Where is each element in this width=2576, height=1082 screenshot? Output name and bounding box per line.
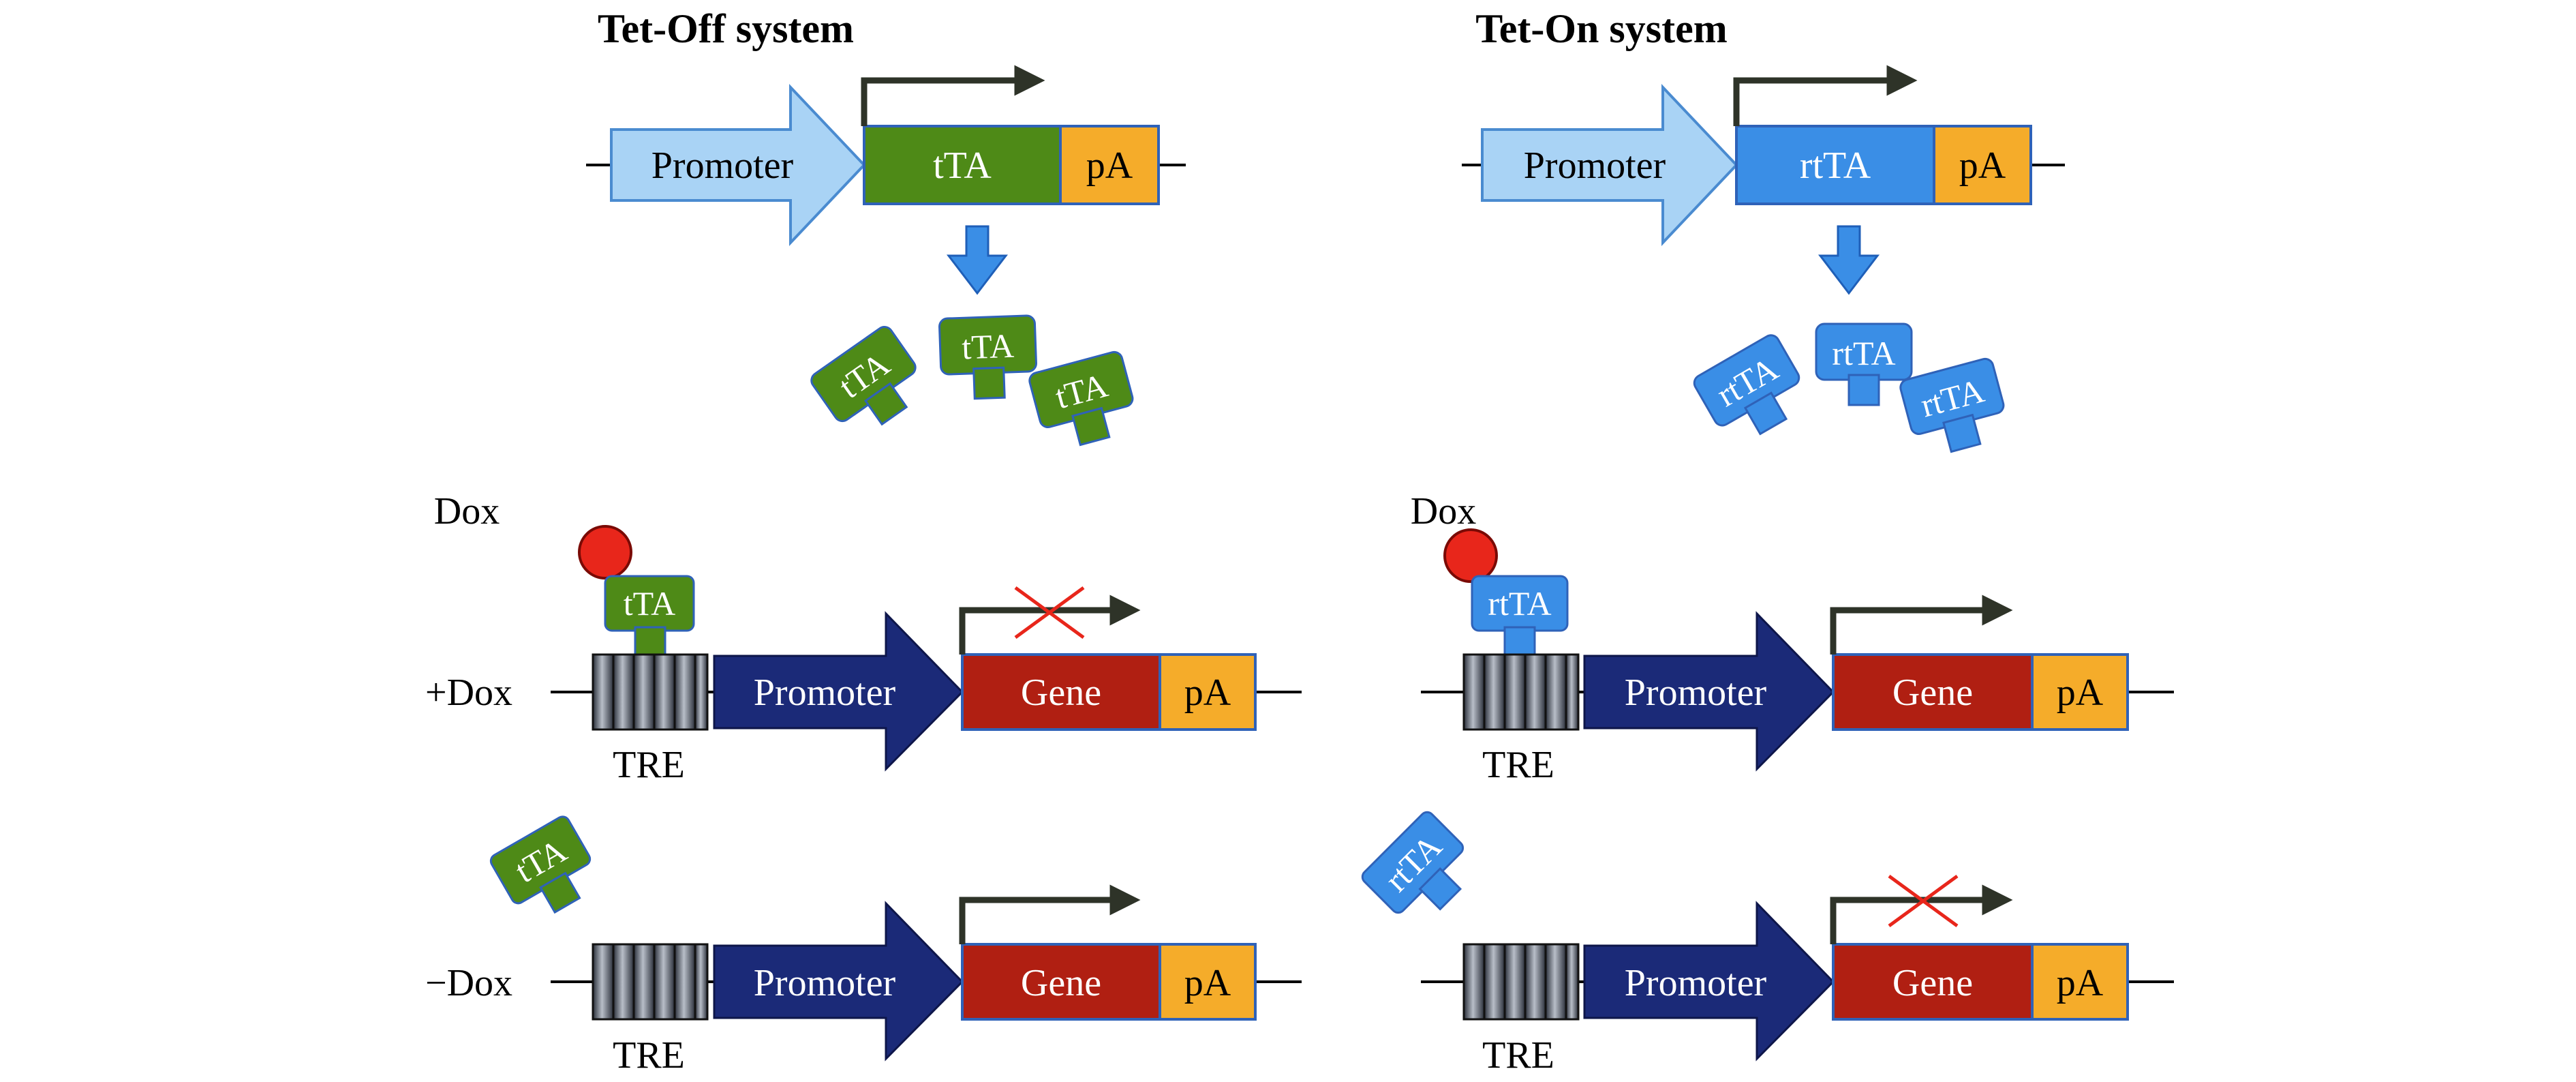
- transcription-arrow: [959, 595, 1141, 655]
- transcription-arrow: [1733, 65, 1918, 126]
- blocked-x: [1014, 586, 1085, 640]
- plus-dox-label: +Dox: [425, 672, 512, 714]
- transcription-arrow: [861, 65, 1045, 126]
- bound-rtta-protein: rtTA: [1471, 575, 1569, 657]
- dox-molecule: [1443, 528, 1498, 583]
- promoter-arrow: [610, 83, 866, 247]
- pa-box: [1933, 125, 2032, 205]
- tet-off-title: Tet-Off system: [598, 6, 854, 51]
- pa-label: pA: [1184, 962, 1231, 1004]
- gene-box: [1832, 943, 2034, 1021]
- promoter-arrow: [713, 901, 964, 1062]
- dox-molecule: [578, 525, 632, 580]
- bound-tta-protein: tTA: [604, 575, 695, 657]
- gene-box: [1832, 653, 2034, 731]
- tet-off-activator-construct: Promoter tTA pA: [586, 65, 1186, 247]
- minus-dox-label: −Dox: [425, 962, 512, 1004]
- rtta-box-label: rtTA: [1800, 145, 1871, 187]
- dox-label: Dox: [1411, 490, 1476, 532]
- pa-label: pA: [1959, 145, 2006, 187]
- tet-off-plus-dox-row: Dox tTA +Dox TRE Promoter Gene: [425, 490, 1302, 786]
- rtta-protein: rtTA: [1815, 322, 1913, 406]
- promoter-label: Promoter: [1625, 962, 1767, 1004]
- pa-box: [2031, 943, 2129, 1021]
- dox-label: Dox: [434, 490, 500, 532]
- bound-rtta-label: rtTA: [1488, 584, 1551, 622]
- tta-protein: tTA: [938, 314, 1037, 400]
- tre-element: [1462, 653, 1580, 731]
- promoter-arrow: [1583, 901, 1835, 1062]
- tre-label: TRE: [1482, 744, 1554, 786]
- tet-on-panel: Tet-On system Promoter rtTA pA rtTA rtTA: [1361, 6, 2174, 1077]
- pa-label: pA: [1184, 672, 1231, 714]
- tet-on-title: Tet-On system: [1475, 6, 1727, 51]
- transcription-arrow: [1830, 884, 2013, 944]
- tet-off-minus-dox-row: tTA −Dox TRE Promoter Gene pA: [425, 815, 1302, 1077]
- blocked-x: [1888, 874, 1959, 928]
- gene-box: [961, 943, 1161, 1021]
- tre-element: [592, 653, 709, 731]
- tre-label: TRE: [613, 744, 685, 786]
- expression-down-arrow: [946, 225, 1009, 295]
- transcription-arrow: [1830, 595, 2013, 655]
- tre-element: [592, 943, 709, 1021]
- tet-on-activator-construct: Promoter rtTA pA: [1462, 65, 2065, 247]
- rtta-protein: rtTA: [1899, 357, 2005, 453]
- promoter-arrow: [1481, 83, 1738, 247]
- pa-label: pA: [2057, 672, 2104, 714]
- tta-protein-label: tTA: [961, 327, 1014, 367]
- pa-label: pA: [2057, 962, 2104, 1004]
- tre-label: TRE: [613, 1034, 685, 1077]
- tta-protein: tTA: [1028, 350, 1134, 447]
- free-rtta-protein: rtTA: [1361, 811, 1465, 914]
- tet-on-minus-dox-row: rtTA TRE Promoter Gene pA: [1361, 811, 2174, 1077]
- promoter-label: Promoter: [1524, 145, 1666, 187]
- tet-on-plus-dox-row: Dox rtTA TRE Promoter Gene pA: [1411, 490, 2174, 786]
- rtta-protein: rtTA: [1693, 334, 1800, 436]
- rtta-protein-label: rtTA: [1832, 334, 1895, 372]
- pa-box: [1059, 125, 1160, 205]
- gene-label: Gene: [1021, 962, 1101, 1004]
- tre-element: [1462, 943, 1580, 1021]
- promoter-label: Promoter: [754, 672, 896, 714]
- gene-label: Gene: [1892, 672, 1973, 714]
- gene-label: Gene: [1892, 962, 1973, 1004]
- promoter-arrow: [713, 611, 964, 772]
- promoter-label: Promoter: [754, 962, 896, 1004]
- promoter-label: Promoter: [651, 145, 794, 187]
- pa-label: pA: [1086, 145, 1133, 187]
- tet-off-panel: Tet-Off system Promoter tTA pA tTA tTA: [425, 6, 1302, 1077]
- tre-label: TRE: [1482, 1034, 1554, 1077]
- promoter-label: Promoter: [1625, 672, 1767, 714]
- gene-label: Gene: [1021, 672, 1101, 714]
- pa-box: [2031, 653, 2129, 731]
- tta-box-label: tTA: [933, 145, 992, 187]
- free-tta-protein: tTA: [489, 815, 592, 914]
- gene-box: [961, 653, 1161, 731]
- bound-tta-label: tTA: [624, 584, 676, 622]
- promoter-arrow: [1583, 611, 1835, 772]
- pa-box: [1159, 943, 1257, 1021]
- tta-protein: tTA: [810, 326, 917, 426]
- pa-box: [1159, 653, 1257, 731]
- rtta-box: [1735, 125, 1935, 205]
- transcription-arrow: [959, 884, 1141, 944]
- tta-box: [863, 125, 1062, 205]
- expression-down-arrow: [1818, 225, 1880, 295]
